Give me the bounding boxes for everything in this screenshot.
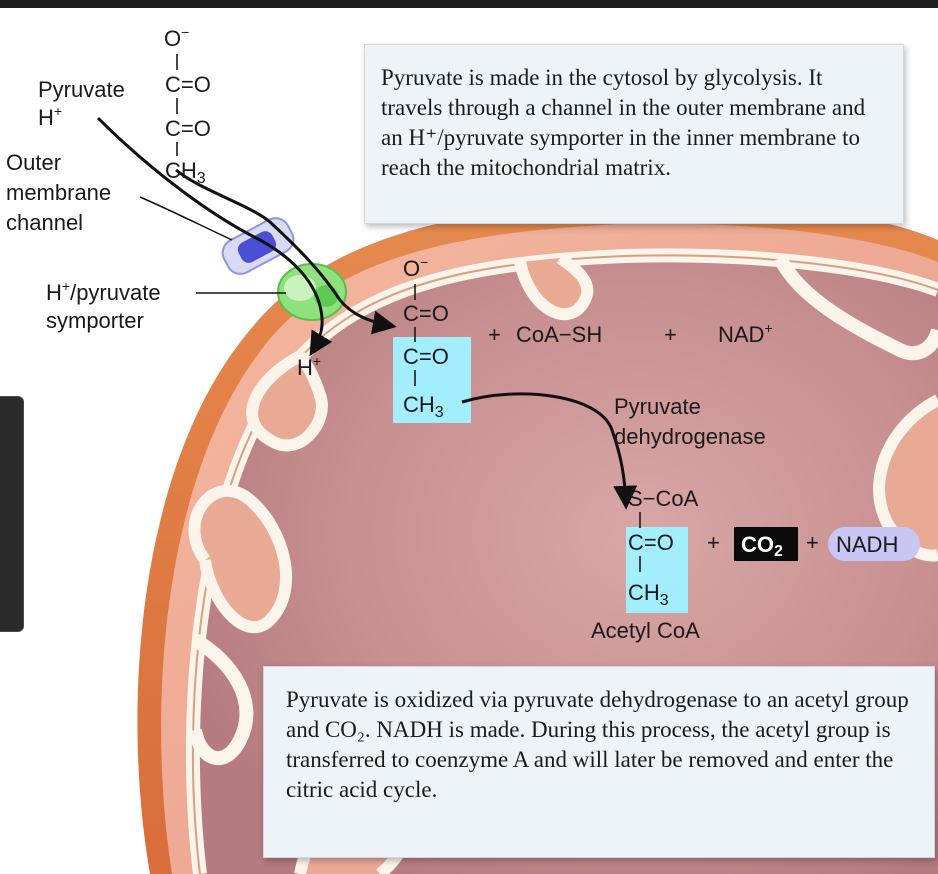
pyruvate-carbonyl-1: C=O — [165, 72, 211, 97]
crista-left-mid — [188, 633, 254, 766]
plus-sign: + — [707, 530, 720, 555]
pyruvate-o-minus: O− — [164, 24, 189, 51]
s-coa-label: S−CoA — [628, 486, 699, 511]
matrix-pyruvate-carbonyl-2: C=O — [403, 344, 449, 369]
matrix-pyruvate-o-minus: O− — [403, 254, 428, 281]
h-plus-outer-label: H+ — [38, 103, 62, 130]
reaction-arrow — [461, 392, 638, 510]
acetyl-carbonyl: C=O — [628, 530, 674, 555]
h-plus-released-label: H+ — [297, 353, 321, 380]
outer-membrane-channel-label: Outer membrane channel — [6, 150, 111, 235]
plus-sign: + — [806, 530, 819, 555]
crista-right — [873, 394, 938, 562]
side-panel-handle[interactable] — [0, 396, 24, 632]
svg-text:symporter: symporter — [46, 308, 144, 333]
svg-text:membrane: membrane — [6, 180, 111, 205]
coa-sh-label: CoA−SH — [516, 322, 602, 347]
crista-top — [514, 253, 594, 321]
h-plus-transport-arrow — [96, 116, 333, 357]
acetyl-coa-name: Acetyl CoA — [591, 618, 700, 643]
nadh-label: NADH — [836, 532, 898, 557]
plus-sign: + — [664, 322, 677, 347]
pyruvate-carbonyl-2: C=O — [165, 116, 211, 141]
pyruvate-structure-cytosol: Pyruvate H+ O− C=O C=O CH3 — [38, 24, 211, 187]
pyruvate-methyl: CH3 — [165, 158, 206, 187]
plus-sign: + — [488, 322, 501, 347]
crista-left-bottom — [188, 484, 293, 634]
nad-label: NAD+ — [718, 320, 773, 347]
symporter-label: H+/pyruvate symporter — [46, 278, 161, 333]
crista-top-right — [773, 254, 938, 361]
nadh-pill — [828, 527, 920, 561]
svg-text:H+/pyruvate: H+/pyruvate — [46, 278, 161, 305]
svg-text:dehydrogenase: dehydrogenase — [614, 424, 766, 449]
enzyme-label: Pyruvate dehydrogenase — [614, 394, 766, 449]
channel-leader-line — [139, 196, 233, 241]
outer-membrane-channel-protein — [221, 217, 295, 275]
acetyl-coa-structure: S−CoA C=O CH3 Acetyl CoA — [591, 486, 700, 643]
products: + CO2 + NADH — [707, 527, 920, 561]
top-dark-bar — [0, 0, 938, 8]
pyruvate-label: Pyruvate — [38, 77, 125, 102]
matrix-pyruvate-methyl: CH3 — [403, 392, 444, 421]
pyruvate-transport-arrow — [175, 168, 397, 335]
note-top: Pyruvate is made in the cytosol by glyco… — [364, 44, 904, 224]
svg-text:Outer: Outer — [6, 150, 61, 175]
acetyl-highlight — [626, 527, 688, 613]
crista-left-top — [246, 350, 328, 452]
matrix-pyruvate-carbonyl-1: C=O — [403, 301, 449, 326]
pyruvate-structure-matrix: O− C=O C=O CH3 — [393, 254, 471, 423]
acetyl-methyl: CH3 — [628, 580, 669, 609]
co2-label: CO2 — [741, 532, 783, 560]
svg-text:channel: channel — [6, 210, 83, 235]
svg-text:Pyruvate: Pyruvate — [614, 394, 701, 419]
reactants: + CoA−SH + NAD+ — [488, 320, 773, 347]
note-bottom: Pyruvate is oxidized via pyruvate dehydr… — [263, 666, 935, 858]
co2-box — [734, 527, 798, 561]
pyruvate-highlight — [393, 337, 471, 423]
